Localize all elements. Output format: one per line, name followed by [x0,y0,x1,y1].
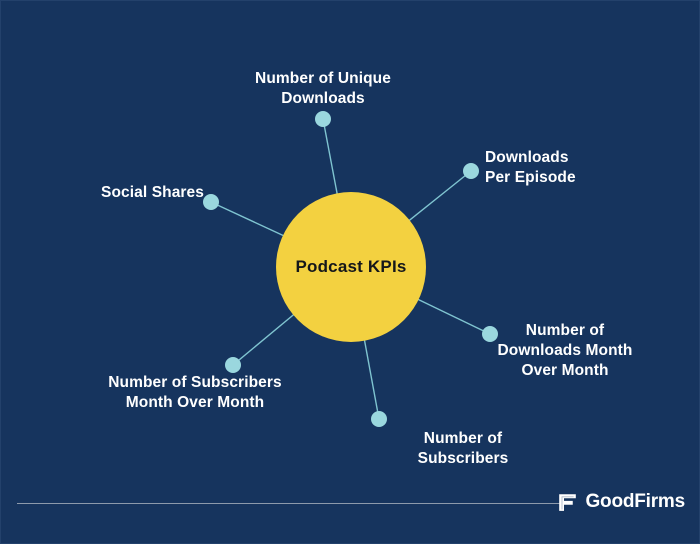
node-dot-downloads-per-episode[interactable] [463,163,479,179]
brand-name: GoodFirms [585,491,685,512]
spoke-line-number-of-subscribers [363,338,379,413]
spoke-line-number-of-subscribers-month-over-month [237,313,296,362]
footer-divider [17,503,572,504]
node-dot-number-of-unique-downloads[interactable] [315,111,331,127]
footer: GoodFirms [1,483,699,543]
spoke-line-social-shares [217,204,286,237]
hub-circle-group [276,192,426,342]
node-dot-social-shares[interactable] [203,194,219,210]
brand-logo[interactable]: GoodFirms [557,491,685,513]
spokes-group [217,125,484,413]
node-dots-group [203,111,498,427]
spoke-line-number-of-downloads-month-over-month [416,298,484,332]
spoke-line-number-of-unique-downloads [323,125,339,196]
node-dot-number-of-subscribers-month-over-month[interactable] [225,357,241,373]
hub-label: Podcast KPIs [295,257,407,276]
node-dot-number-of-subscribers[interactable] [371,411,387,427]
node-dot-number-of-downloads-month-over-month[interactable] [482,326,498,342]
hub-circle[interactable] [276,192,426,342]
spoke-line-downloads-per-episode [407,174,466,222]
goodfirms-logo-icon [559,493,577,511]
